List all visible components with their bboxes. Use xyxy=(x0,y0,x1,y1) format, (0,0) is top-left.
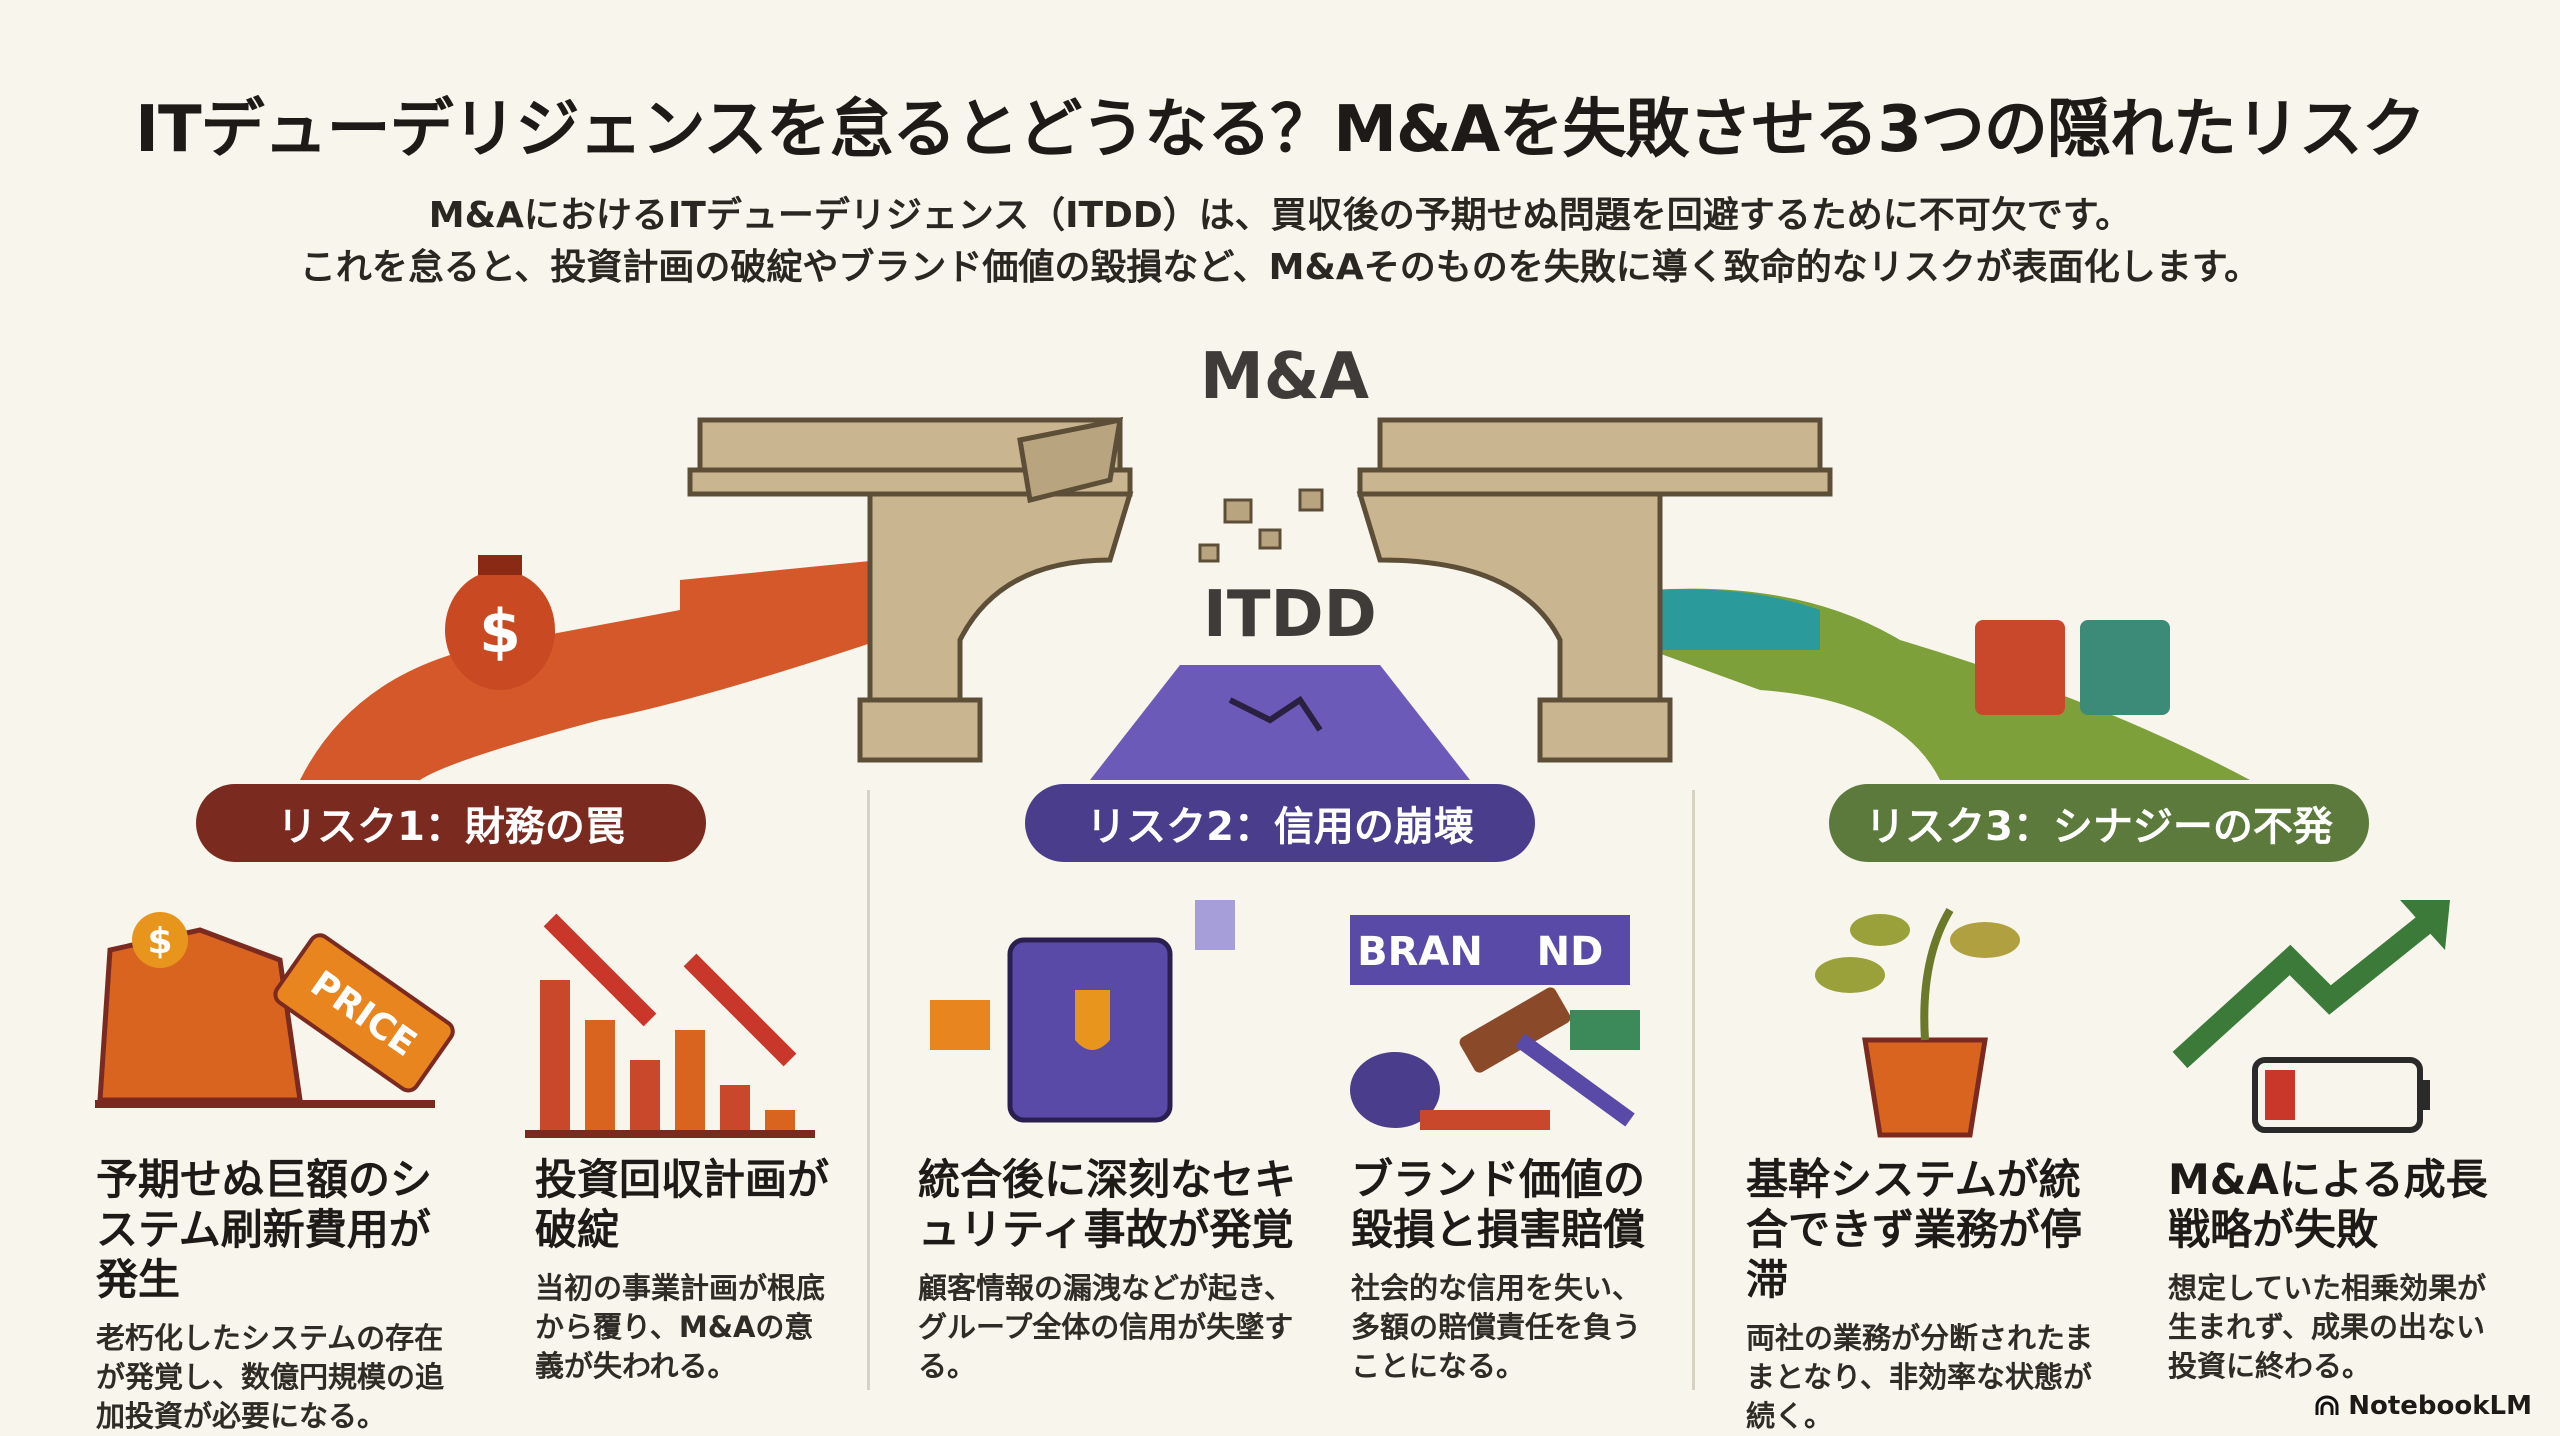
wilted-plant-icon xyxy=(1815,907,2020,1138)
svg-text:$: $ xyxy=(147,921,172,962)
broken-brand-gavel-icon: BRAN ND xyxy=(1350,915,1640,1130)
item-text: 社会的な信用を失い、多額の賠償責任を負うことになる。 xyxy=(1351,1271,1642,1383)
falling-bar-chart-icon xyxy=(525,913,815,1138)
label-ma: M&A xyxy=(1200,340,1370,414)
subtitle-line-1: M&AにおけるITデューデリジェンス（ITDD）は、買収後の予期せぬ問題を回避す… xyxy=(428,195,2132,236)
purple-road xyxy=(1090,665,1470,780)
orange-path xyxy=(300,560,880,780)
bridge-left xyxy=(687,416,1134,763)
broken-safe-icon xyxy=(930,900,1235,1123)
item-text: 顧客情報の漏洩などが起き、グループ全体の信用が失墜する。 xyxy=(918,1271,1294,1383)
item-text: 老朽化したシステムの存在が発覚し、数億円規模の追加投資が必要になる。 xyxy=(96,1321,445,1433)
risk2-item-1: 統合後に深刻なセキュリティ事故が発覚顧客情報の漏洩などが起き、グループ全体の信用… xyxy=(918,1155,1308,1386)
item-heading: 予期せぬ巨額のシステム刷新費用が発生 xyxy=(96,1155,433,1304)
risk1-item-2: 投資回収計画が破綻当初の事業計画が根底から覆り、M&Aの意義が失われる。 xyxy=(535,1155,835,1386)
item-heading: 統合後に深刻なセキュリティ事故が発覚 xyxy=(918,1155,1297,1254)
notebooklm-logo-icon xyxy=(2315,1395,2339,1415)
risk1-pill: リスク1：財務の罠 xyxy=(196,784,706,862)
risk2-pill: リスク2：信用の崩壊 xyxy=(1025,784,1535,862)
growth-arrow-battery-icon xyxy=(2172,900,2450,1133)
svg-text:$: $ xyxy=(479,597,521,667)
divider xyxy=(867,790,870,1390)
brand-sign-right: ND xyxy=(1537,929,1604,975)
item-text: 当初の事業計画が根底から覆り、M&Aの意義が失われる。 xyxy=(535,1271,826,1383)
risk2-item-2: ブランド価値の毀損と損害賠償社会的な信用を失い、多額の賠償責任を負うことになる。 xyxy=(1351,1155,1651,1386)
divider xyxy=(1692,790,1695,1390)
item-text: 想定していた相乗効果が生まれず、成果の出ない投資に終わる。 xyxy=(2168,1271,2487,1383)
risk3-item-1: 基幹システムが統合できず業務が停滞両社の業務が分断されたままとなり、非効率な状態… xyxy=(1746,1155,2106,1436)
subtitle-line-2: これを怠ると、投資計画の破綻やブランド価値の毀損など、M&Aそのものを失敗に導く… xyxy=(299,247,2261,288)
label-itdd: ITDD xyxy=(1203,578,1377,652)
puzzle-icon xyxy=(1975,620,2170,715)
risk1-item-1: 予期せぬ巨額のシステム刷新費用が発生老朽化したシステムの存在が発覚し、数億円規模… xyxy=(96,1155,466,1436)
brand-label: NotebookLM xyxy=(2348,1391,2532,1421)
item-heading: ブランド価値の毀損と損害賠償 xyxy=(1351,1155,1646,1254)
page-title: ITデューデリジェンスを怠るとどうなる？M&Aを失敗させる3つの隠れたリスク xyxy=(135,93,2426,167)
item-heading: M&Aによる成長戦略が失敗 xyxy=(2168,1155,2488,1254)
item-heading: 基幹システムが統合できず業務が停滞 xyxy=(1746,1155,2083,1304)
bridge-right xyxy=(1356,417,1833,763)
item-heading: 投資回収計画が破綻 xyxy=(535,1155,830,1254)
notebooklm-brand: NotebookLM xyxy=(2314,1391,2532,1421)
item-text: 両社の業務が分断されたままとなり、非効率な状態が続く。 xyxy=(1746,1321,2094,1433)
risk3-item-2: M&Aによる成長戦略が失敗想定していた相乗効果が生まれず、成果の出ない投資に終わ… xyxy=(2168,1155,2488,1386)
brand-sign-left: BRAN xyxy=(1357,929,1483,975)
money-bag-icon: $ xyxy=(445,555,555,690)
cracked-price-tag-icon: $ PRICE xyxy=(95,912,455,1108)
debris xyxy=(1198,488,1324,563)
risk3-pill: リスク3：シナジーの不発 xyxy=(1829,784,2369,862)
